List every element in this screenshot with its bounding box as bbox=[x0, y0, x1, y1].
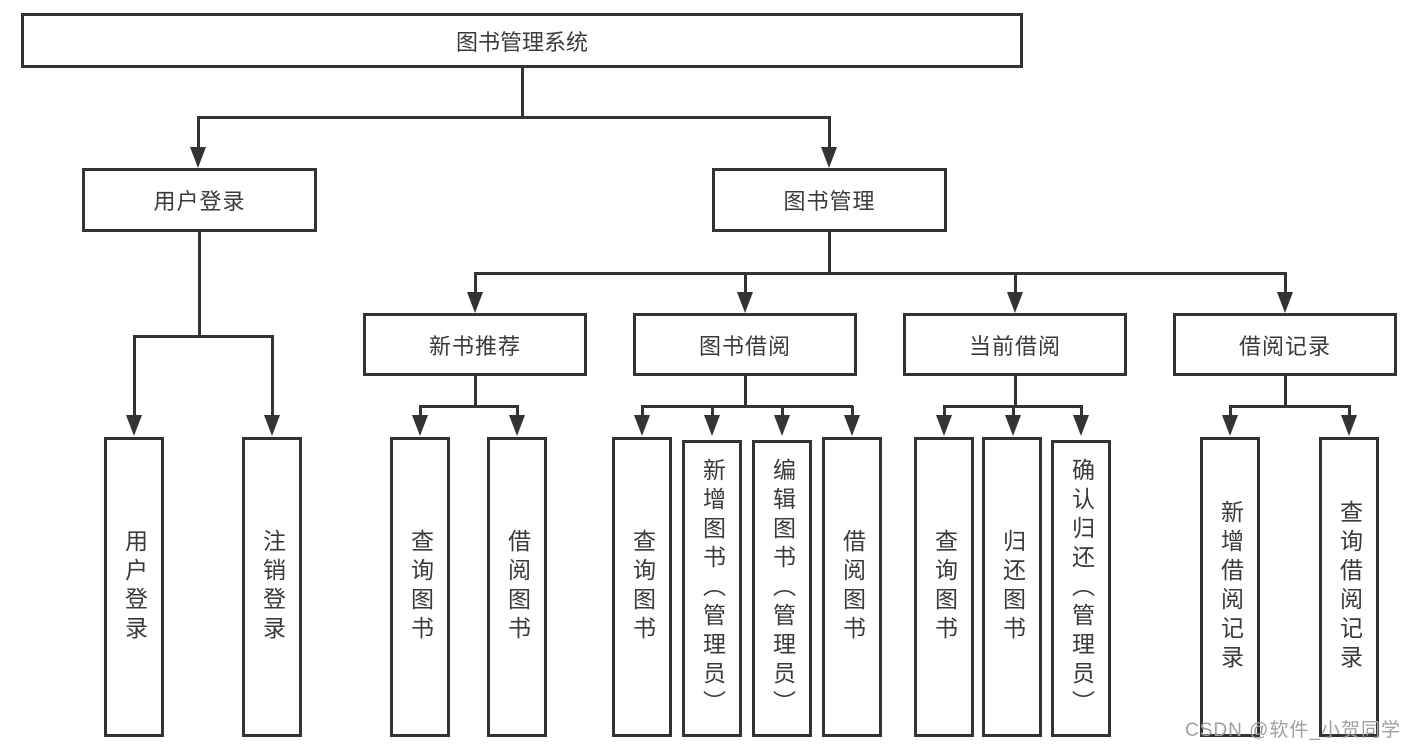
leaf-user-login: 用户登录 bbox=[104, 437, 164, 737]
leaf-current-return-books-label: 归还图书 bbox=[999, 529, 1026, 645]
node-user-login: 用户登录 bbox=[82, 168, 317, 232]
leaf-borrowing-add-books-admin: 新增图书（管理员） bbox=[682, 440, 742, 737]
leaf-current-confirm-return-admin-label: 确认归还（管理员） bbox=[1068, 458, 1095, 719]
node-borrowing-records: 借阅记录 bbox=[1173, 313, 1397, 376]
arrowhead-down-icon bbox=[737, 292, 753, 313]
arrowhead-down-icon bbox=[1222, 415, 1238, 436]
connector-root-branch bbox=[197, 116, 831, 119]
arrowhead-down-icon bbox=[774, 415, 790, 436]
connector-borrowing-shaft-1 bbox=[641, 406, 644, 417]
connector-borrowing-branch bbox=[641, 405, 853, 408]
arrowhead-down-icon bbox=[1073, 415, 1089, 436]
connector-bookmgmt-shaft-2 bbox=[744, 273, 747, 293]
node-library-system: 图书管理系统 bbox=[21, 13, 1023, 68]
connector-bookmgmt-shaft-3 bbox=[1014, 273, 1017, 293]
leaf-current-query-books: 查询图书 bbox=[914, 437, 974, 737]
leaf-current-confirm-return-admin: 确认归还（管理员） bbox=[1051, 440, 1111, 737]
connector-recommend-shaft-1 bbox=[419, 406, 422, 417]
leaf-borrowing-borrow-books: 借阅图书 bbox=[822, 437, 882, 737]
connector-bookmgmt-drop bbox=[828, 232, 831, 274]
connector-records-shaft-2 bbox=[1348, 406, 1351, 417]
leaf-borrowing-borrow-books-label: 借阅图书 bbox=[839, 529, 866, 645]
arrowhead-down-icon bbox=[1007, 292, 1023, 313]
csdn-watermark: CSDN @软件_小贺同学 bbox=[1185, 720, 1401, 741]
leaf-borrowing-edit-books-admin: 编辑图书（管理员） bbox=[752, 440, 812, 737]
connector-current-shaft-1 bbox=[943, 406, 946, 417]
leaf-user-login-label: 用户登录 bbox=[121, 529, 148, 645]
leaf-recommend-borrow-books-label: 借阅图书 bbox=[504, 529, 531, 645]
leaf-records-query-record: 查询借阅记录 bbox=[1319, 437, 1379, 737]
node-library-system-label: 图书管理系统 bbox=[455, 29, 588, 55]
leaf-borrowing-edit-books-admin-label: 编辑图书（管理员） bbox=[769, 458, 796, 719]
connector-records-shaft-1 bbox=[1229, 406, 1232, 417]
leaf-current-query-books-label: 查询图书 bbox=[931, 529, 958, 645]
connector-root-right-shaft bbox=[828, 117, 831, 150]
arrowhead-down-icon bbox=[126, 415, 142, 436]
arrowhead-down-icon bbox=[467, 292, 483, 313]
connector-records-drop bbox=[1284, 376, 1287, 407]
arrowhead-down-icon bbox=[190, 147, 206, 168]
connector-userlogin-shaft-2 bbox=[271, 336, 274, 417]
connector-bookmgmt-shaft-1 bbox=[474, 273, 477, 293]
connector-userlogin-drop bbox=[198, 232, 201, 337]
leaf-current-return-books: 归还图书 bbox=[982, 437, 1042, 737]
leaf-borrowing-query-books: 查询图书 bbox=[612, 437, 672, 737]
connector-borrowing-drop bbox=[744, 376, 747, 407]
connector-current-shaft-2 bbox=[1012, 406, 1015, 417]
connector-recommend-shaft-2 bbox=[516, 406, 519, 417]
leaf-records-add-record: 新增借阅记录 bbox=[1200, 437, 1260, 737]
connector-bookmgmt-shaft-4 bbox=[1284, 273, 1287, 293]
node-new-book-recommend-label: 新书推荐 bbox=[428, 333, 521, 359]
connector-borrowing-shaft-3 bbox=[781, 406, 784, 417]
connector-root-left-shaft bbox=[197, 117, 200, 150]
node-book-borrowing-label: 图书借阅 bbox=[698, 333, 791, 359]
connector-root-drop bbox=[521, 68, 524, 118]
arrowhead-down-icon bbox=[634, 415, 650, 436]
connector-bookmgmt-branch bbox=[474, 272, 1287, 275]
arrowhead-down-icon bbox=[509, 415, 525, 436]
node-current-borrowing: 当前借阅 bbox=[903, 313, 1127, 376]
leaf-borrowing-query-books-label: 查询图书 bbox=[629, 529, 656, 645]
node-book-management: 图书管理 bbox=[712, 168, 947, 232]
leaf-logout-label: 注销登录 bbox=[259, 529, 286, 645]
node-current-borrowing-label: 当前借阅 bbox=[968, 333, 1061, 359]
connector-borrowing-shaft-2 bbox=[711, 406, 714, 417]
connector-recommend-drop bbox=[474, 376, 477, 407]
arrowhead-down-icon bbox=[1277, 292, 1293, 313]
arrowhead-down-icon bbox=[1341, 415, 1357, 436]
leaf-records-query-record-label: 查询借阅记录 bbox=[1336, 500, 1363, 674]
leaf-recommend-borrow-books: 借阅图书 bbox=[487, 437, 547, 737]
node-new-book-recommend: 新书推荐 bbox=[363, 313, 587, 376]
connector-borrowing-shaft-4 bbox=[851, 406, 854, 417]
arrowhead-down-icon bbox=[936, 415, 952, 436]
node-book-borrowing: 图书借阅 bbox=[633, 313, 857, 376]
node-borrowing-records-label: 借阅记录 bbox=[1238, 333, 1331, 359]
connector-current-shaft-3 bbox=[1080, 406, 1083, 417]
leaf-logout: 注销登录 bbox=[242, 437, 302, 737]
node-book-management-label: 图书管理 bbox=[783, 189, 876, 214]
leaf-recommend-query-books: 查询图书 bbox=[390, 437, 450, 737]
connector-userlogin-branch bbox=[133, 335, 274, 338]
connector-recommend-branch bbox=[419, 405, 519, 408]
leaf-recommend-query-books-label: 查询图书 bbox=[407, 529, 434, 645]
connector-records-branch bbox=[1229, 405, 1351, 408]
arrowhead-down-icon bbox=[821, 147, 837, 168]
leaf-records-add-record-label: 新增借阅记录 bbox=[1217, 500, 1244, 674]
leaf-borrowing-add-books-admin-label: 新增图书（管理员） bbox=[699, 458, 726, 719]
connector-userlogin-shaft-1 bbox=[133, 336, 136, 417]
arrowhead-down-icon bbox=[412, 415, 428, 436]
arrowhead-down-icon bbox=[844, 415, 860, 436]
arrowhead-down-icon bbox=[1005, 415, 1021, 436]
arrowhead-down-icon bbox=[704, 415, 720, 436]
arrowhead-down-icon bbox=[264, 415, 280, 436]
connector-current-drop bbox=[1014, 376, 1017, 407]
node-user-login-label: 用户登录 bbox=[153, 189, 246, 214]
